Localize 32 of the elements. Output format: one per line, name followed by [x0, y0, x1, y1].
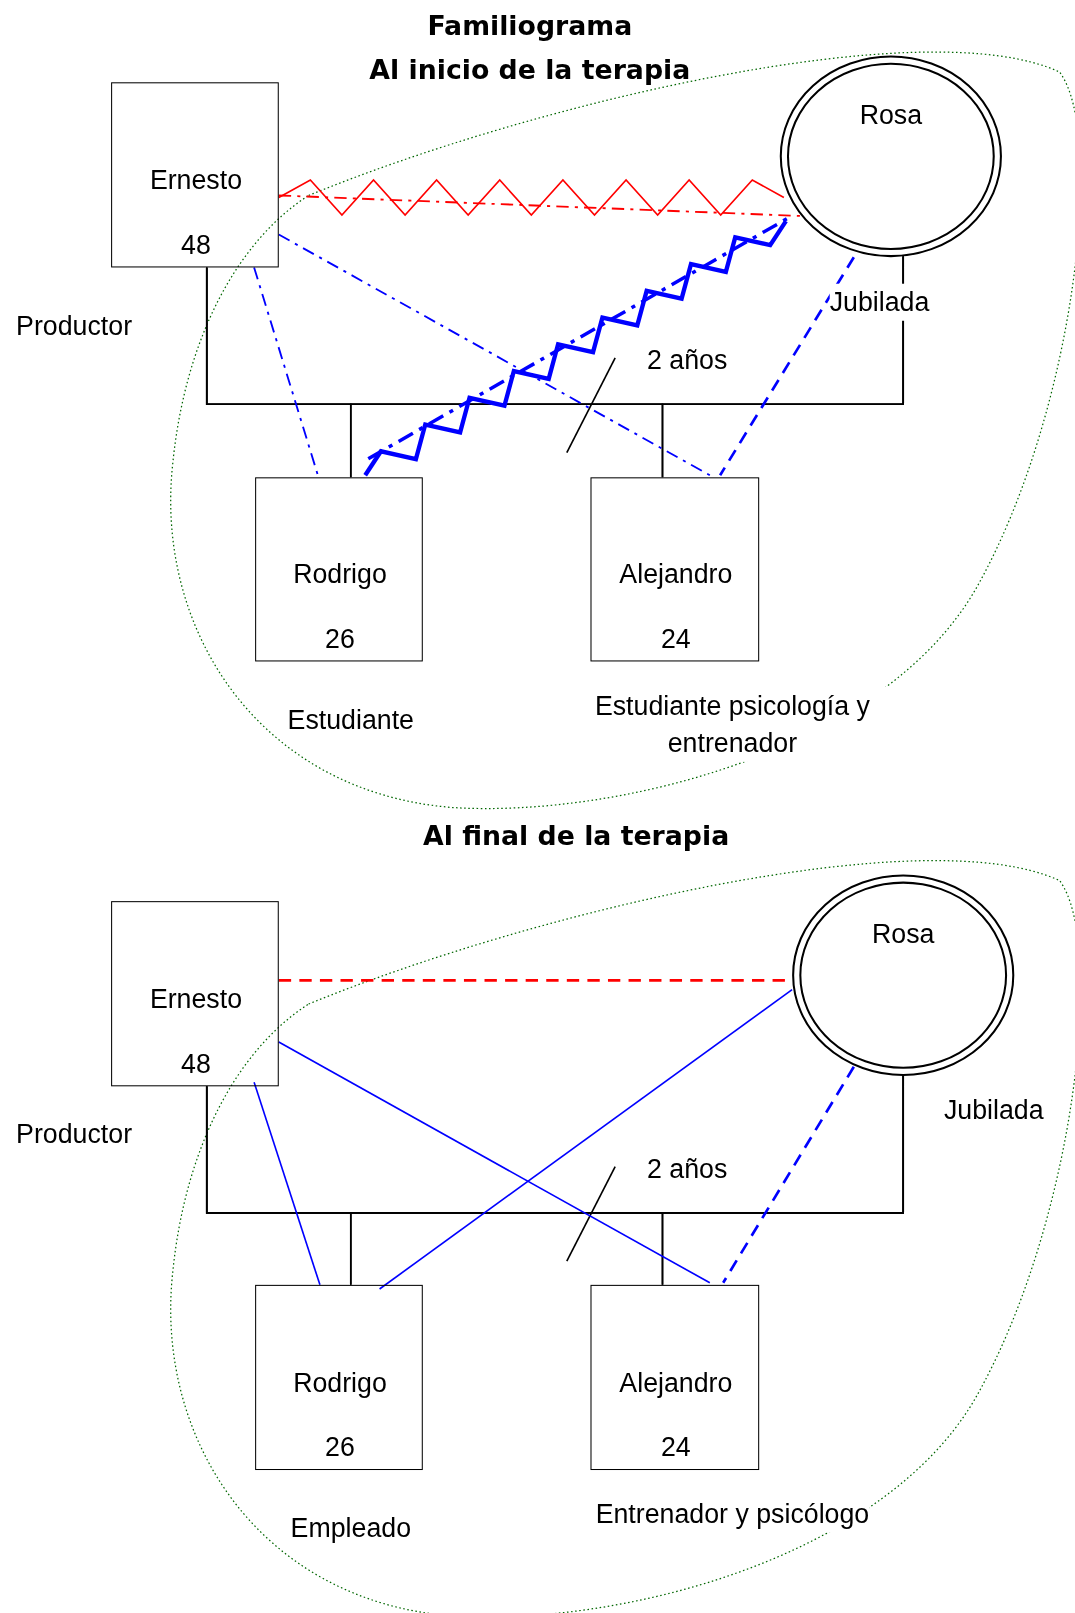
name-label: Rodrigo	[293, 557, 387, 592]
name-label: Rodrigo	[293, 1365, 387, 1400]
relationship-line	[253, 1081, 321, 1286]
section-heading: Al inicio de la terapia	[369, 53, 691, 88]
age-label: 26	[325, 621, 355, 656]
conflict-line	[277, 178, 785, 217]
person-double-circle	[791, 873, 1016, 1078]
section-heading: Al final de la terapia	[422, 819, 730, 854]
descent-line	[661, 1074, 905, 1286]
age-label: 48	[181, 1046, 211, 1081]
name-label: Alejandro	[619, 1365, 733, 1400]
edge-label: 2 años	[647, 1152, 728, 1186]
name-label: Rosa	[859, 99, 923, 133]
name-label: Ernesto	[149, 162, 243, 197]
age-label: 26	[325, 1430, 355, 1465]
age-label: 48	[181, 227, 211, 262]
relationship-line	[722, 1066, 855, 1284]
diagram-title: Familiograma	[427, 9, 633, 43]
occupation-label: Jubilada	[829, 283, 930, 322]
descent-line	[661, 255, 905, 479]
relationship-line	[277, 1041, 711, 1284]
name-label: Rosa	[872, 917, 935, 952]
age-label: 24	[661, 621, 691, 656]
relationship-line	[378, 988, 793, 1290]
name-label: Alejandro	[619, 557, 733, 592]
age-label: 24	[661, 1430, 691, 1465]
name-label: Ernesto	[149, 981, 243, 1016]
relationship-line	[277, 233, 711, 477]
edge-label: 2 años	[647, 343, 728, 378]
relationship-line	[253, 266, 319, 477]
relationship-line	[718, 256, 855, 476]
person-double-circle	[778, 54, 1003, 259]
